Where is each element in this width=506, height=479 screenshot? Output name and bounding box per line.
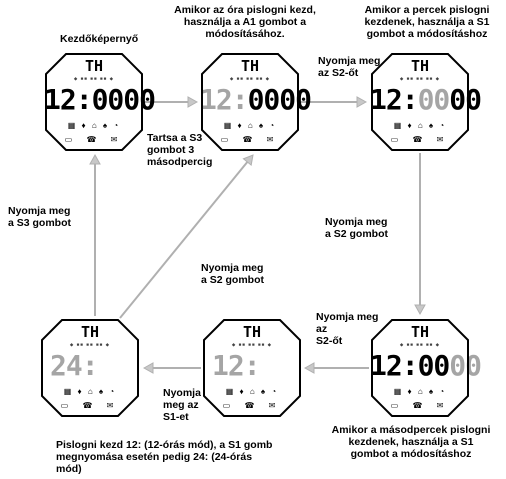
watch-minute-blink: TH ◆ ■■ ■■ ■■ ◆ 12:0000 ▦ ♦ ⌂ ♠ ◔ ▭ ☎ ✉ xyxy=(370,52,482,152)
arrow-hour-to-minute xyxy=(301,96,368,108)
watch-outline xyxy=(45,53,143,151)
watch-status-icons: ▦ ♦ ⌂ ♠ ◔ xyxy=(393,121,447,130)
watch-bottom-icons: ▭ ☎ ✉ xyxy=(222,401,282,410)
label-hour-blink: Amikor az óra pislogni kezd,használja a … xyxy=(174,4,316,40)
watch-time: 12: xyxy=(212,349,261,382)
watch-status-icons: ▦ ♦ ⌂ ♠ ◔ xyxy=(67,121,121,130)
watch-outline xyxy=(371,53,469,151)
watch-time: 12:0000 xyxy=(370,349,482,382)
watch-status-icons: ▦ ♦ ⌂ ♠ ◔ xyxy=(225,387,279,396)
watch-outline xyxy=(201,53,299,151)
watch-home: TH ◆ ■■ ■■ ■■ ◆ 12:0000 ▦ ♦ ⌂ ♠ ◔ ▭ ☎ ✉ xyxy=(44,52,156,152)
watch-outline xyxy=(371,319,469,417)
watch-indicator-row: ◆ ■■ ■■ ■■ ◆ xyxy=(69,342,111,347)
watch-outline xyxy=(203,319,301,417)
watch-indicator-row: ◆ ■■ ■■ ■■ ◆ xyxy=(399,342,441,347)
watch-day-label: TH xyxy=(84,57,104,75)
watch-day-label: TH xyxy=(410,323,430,341)
watch-indicator-row: ◆ ■■ ■■ ■■ ◆ xyxy=(231,342,273,347)
arrow-mode24-to-home xyxy=(89,153,101,316)
watch-day-label: TH xyxy=(240,57,260,75)
watch-bottom-icons: ▭ ☎ ✉ xyxy=(220,135,280,144)
arrow-second-to-mode12 xyxy=(303,362,369,374)
watch-outline xyxy=(41,319,139,417)
label-home: Kezdőképernyő xyxy=(60,33,139,45)
watch-time: 12:0000 xyxy=(44,83,156,116)
watch-day-label: TH xyxy=(242,323,262,341)
arrow-mode12-to-mode24 xyxy=(142,362,201,374)
arrow-home-to-hour xyxy=(145,96,199,108)
watch-mode-24: TH ◆ ■■ ■■ ■■ ◆ 24: ▦ ♦ ⌂ ♠ ◔ ▭ ☎ ✉ xyxy=(40,318,140,418)
watch-status-icons: ▦ ♦ ⌂ ♠ ◔ xyxy=(63,387,117,396)
arrow-minute-to-second xyxy=(414,153,426,316)
watch-day-label: TH xyxy=(80,323,100,341)
watch-second-blink: TH ◆ ■■ ■■ ■■ ◆ 12:0000 ▦ ♦ ⌂ ♠ ◔ ▭ ☎ ✉ xyxy=(370,318,482,418)
watch-day-label: TH xyxy=(410,57,430,75)
watch-bottom-icons: ▭ ☎ ✉ xyxy=(64,135,124,144)
label-mode-12-24: Pislogni kezd 12: (12-órás mód), a S1 go… xyxy=(56,439,273,475)
watch-bottom-icons: ▭ ☎ ✉ xyxy=(60,401,120,410)
watch-indicator-row: ◆ ■■ ■■ ■■ ◆ xyxy=(229,76,271,81)
watch-indicator-row: ◆ ■■ ■■ ■■ ◆ xyxy=(399,76,441,81)
watch-time: 24: xyxy=(50,349,99,382)
watch-bottom-icons: ▭ ☎ ✉ xyxy=(390,135,450,144)
watch-bottom-icons: ▭ ☎ ✉ xyxy=(390,401,450,410)
watch-status-icons: ▦ ♦ ⌂ ♠ ◔ xyxy=(223,121,277,130)
watch-mode-12: TH ◆ ■■ ■■ ■■ ◆ 12: ▦ ♦ ⌂ ♠ ◔ ▭ ☎ ✉ xyxy=(202,318,302,418)
watch-time: 12:0000 xyxy=(370,83,482,116)
watch-time: 12:0000 xyxy=(200,83,312,116)
watch-status-icons: ▦ ♦ ⌂ ♠ ◔ xyxy=(393,387,447,396)
watch-indicator-row: ◆ ■■ ■■ ■■ ◆ xyxy=(73,76,115,81)
arrow-mode24-to-hour xyxy=(119,154,254,319)
watch-hour-blink: TH ◆ ■■ ■■ ■■ ◆ 12:0000 ▦ ♦ ⌂ ♠ ◔ ▭ ☎ ✉ xyxy=(200,52,312,152)
